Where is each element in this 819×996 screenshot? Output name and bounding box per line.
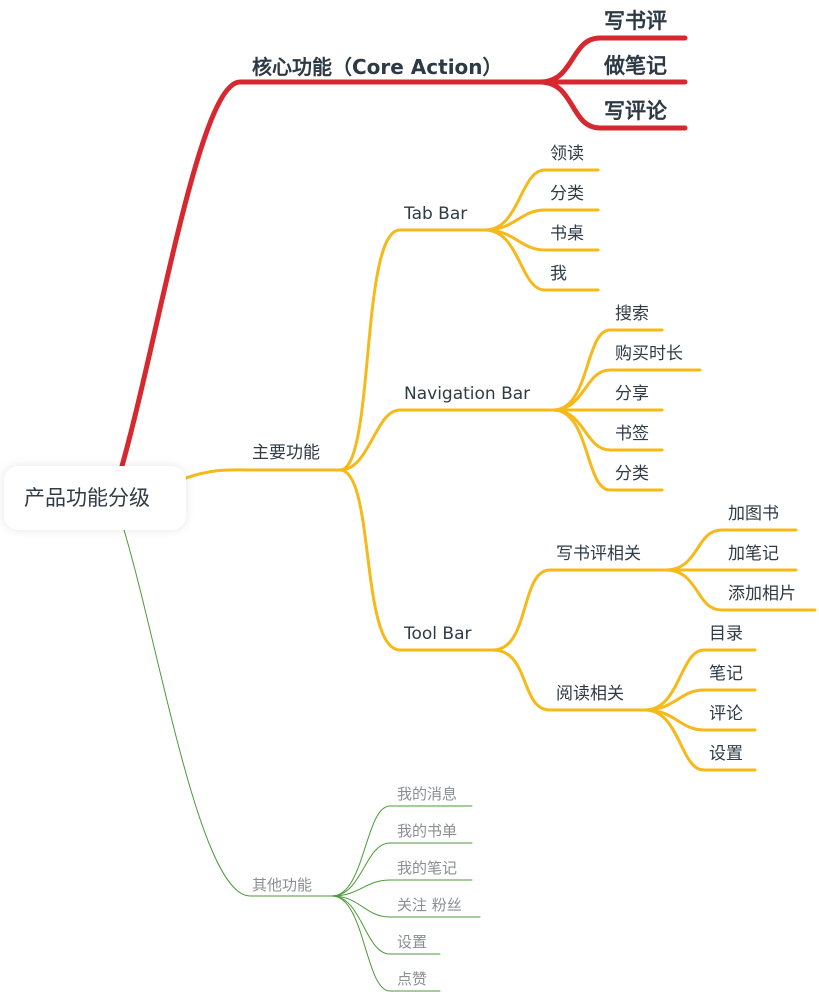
connector-reading-1 [643, 648, 757, 712]
connector-other-4 [331, 895, 481, 918]
navbar-node[interactable]: Navigation Bar [404, 384, 531, 404]
other-leaf[interactable]: 我的消息 [397, 785, 458, 803]
other-leaf[interactable]: 设置 [397, 933, 428, 951]
connector-main-tabbar [338, 228, 487, 472]
reading-leaf[interactable]: 笔记 [709, 664, 743, 684]
other-leaf[interactable]: 点赞 [397, 970, 428, 988]
other-leaf[interactable]: 关注 粉丝 [397, 896, 462, 914]
connector-other-5 [331, 895, 441, 955]
other-leaf[interactable]: 我的笔记 [397, 859, 458, 877]
root-label: 产品功能分级 [24, 486, 150, 510]
connector-core-leaf-3 [537, 79, 688, 131]
reading-leaf[interactable]: 目录 [709, 624, 743, 644]
review-leaf[interactable]: 加笔记 [728, 544, 779, 564]
connector-other-6 [331, 895, 441, 992]
connector-other-3 [331, 879, 473, 897]
other-leaf[interactable]: 我的书单 [397, 822, 458, 840]
toolbar-node[interactable]: Tool Bar [404, 624, 472, 644]
connector-tabbar-1 [483, 168, 600, 232]
other-node[interactable]: 其他功能 [252, 876, 313, 894]
tabbar-leaf[interactable]: 分类 [550, 184, 584, 204]
main-node[interactable]: 主要功能 [252, 443, 320, 463]
core-node[interactable]: 核心功能（Core Action） [252, 55, 503, 79]
tabbar-node[interactable]: Tab Bar [404, 204, 468, 224]
connector-review-1 [663, 528, 798, 572]
navbar-leaf[interactable]: 分类 [615, 464, 649, 484]
connector-root-core [119, 79, 543, 469]
tabbar-leaf[interactable]: 我 [550, 264, 567, 284]
tabbar-leaf[interactable]: 领读 [550, 144, 584, 164]
reading-related-node[interactable]: 阅读相关 [556, 684, 624, 704]
connector-main-navbar [338, 408, 555, 472]
connector-other-1 [331, 805, 473, 897]
tabbar-leaf[interactable]: 书桌 [550, 224, 584, 244]
connector-root-main [184, 468, 342, 480]
core-leaf[interactable]: 做笔记 [604, 54, 667, 78]
connector-tabbar-4 [483, 228, 600, 292]
review-related-node[interactable]: 写书评相关 [556, 544, 641, 564]
root-node[interactable] [4, 466, 186, 530]
reading-leaf[interactable]: 设置 [709, 744, 743, 764]
core-leaf[interactable]: 写书评 [604, 9, 667, 33]
reading-leaf[interactable]: 评论 [709, 704, 743, 724]
connector-navbar-5 [551, 408, 664, 492]
connector-toolbar-reading [491, 648, 647, 712]
connector-reading-4 [643, 708, 757, 772]
navbar-leaf[interactable]: 购买时长 [615, 344, 683, 364]
connector-main-toolbar [338, 468, 495, 652]
review-leaf[interactable]: 加图书 [728, 504, 779, 524]
navbar-leaf[interactable]: 书签 [615, 424, 649, 444]
connector-other-2 [331, 842, 473, 897]
review-leaf[interactable]: 添加相片 [728, 584, 796, 604]
navbar-leaf[interactable]: 分享 [615, 384, 649, 404]
navbar-leaf[interactable]: 搜索 [615, 304, 649, 324]
connector-review-3 [663, 568, 817, 612]
connector-navbar-2 [551, 368, 702, 412]
connector-root-other [123, 529, 333, 897]
connector-toolbar-review [491, 568, 667, 652]
core-leaf[interactable]: 写评论 [604, 99, 667, 123]
